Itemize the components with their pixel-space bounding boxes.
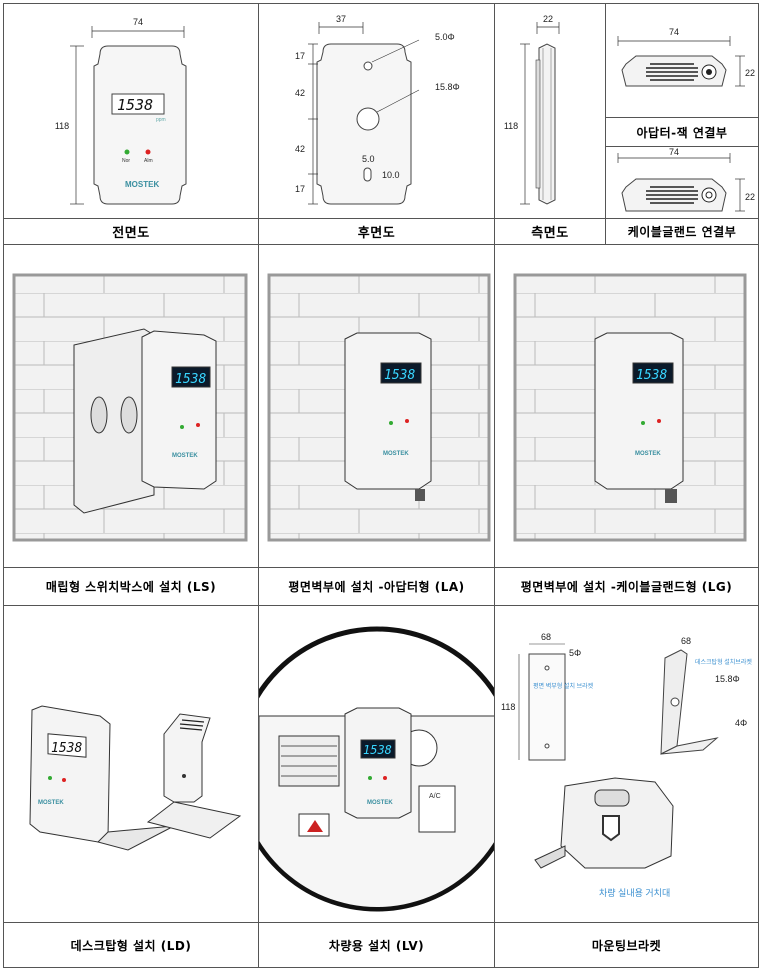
side-dim-depth: 22	[543, 14, 553, 24]
cable-gland-view-drawing: 74 22	[617, 147, 755, 212]
lv-ac-label: A/C	[429, 793, 441, 800]
la-display-value: 1538	[384, 368, 415, 383]
cable-gland-view-panel: 74 22	[605, 146, 759, 219]
ls-install-caption: 매립형 스위치박스에 설치 (LS)	[3, 567, 259, 606]
front-brand-logo: MOSTEK	[125, 180, 159, 189]
bracket-desk-dim-width: 68	[681, 636, 691, 646]
ld-install-panel: 1538 MOSTEK	[3, 605, 259, 923]
ld-brand-logo: MOSTEK	[38, 800, 64, 806]
side-view-drawing: 22 118	[504, 14, 560, 205]
ld-display-value: 1538	[51, 741, 82, 756]
lg-brand-logo: MOSTEK	[635, 451, 661, 457]
side-view-caption: 측면도	[494, 218, 606, 245]
lg-install-caption: 평면벽부에 설치 -케이블글랜드형 (LG)	[494, 567, 759, 606]
rear-view-panel: 37 17 42 42 17 5.0Φ 15.8Φ 5.0 10.0	[258, 3, 495, 219]
cable-dim-height: 22	[745, 192, 755, 202]
bracket-dim-width: 68	[541, 632, 551, 642]
front-dim-height: 118	[55, 121, 69, 131]
ld-install-illustration: 1538 MOSTEK	[29, 705, 242, 851]
rear-dim-half-width: 37	[336, 14, 346, 24]
alm-led-icon	[145, 149, 151, 155]
rear-dim-c: 42	[295, 144, 305, 154]
bracket-dim-hole: 5Φ	[569, 648, 581, 658]
rear-dim-d: 17	[295, 184, 305, 194]
mounting-bracket-illustration: 평면 벽부형 설치 브라켓 68 118 5Φ 데스크탑형 설치브라켓 15.8…	[501, 632, 752, 898]
nor-led-icon	[124, 149, 130, 155]
rear-slot-h: 10.0	[382, 170, 400, 180]
ls-brand-logo: MOSTEK	[172, 453, 198, 459]
rear-slot-w: 5.0	[362, 154, 375, 164]
shield-clip-icon	[602, 815, 620, 842]
side-dim-height: 118	[504, 121, 518, 131]
bracket-desk-label: 데스크탑형 설치브라켓	[695, 658, 752, 666]
la-install-panel: 1538 MOSTEK	[258, 244, 495, 568]
large-hole-icon	[356, 107, 380, 131]
mounting-bracket-caption: 마운팅브라켓	[494, 922, 759, 968]
rear-view-drawing: 37 17 42 42 17 5.0Φ 15.8Φ 5.0 10.0	[295, 14, 460, 205]
lg-install-panel: 1538 MOSTEK	[494, 244, 759, 568]
front-unit: ppm	[156, 117, 166, 123]
adapter-dim-width: 74	[669, 27, 679, 37]
ls-install-illustration: 1538 MOSTEK	[12, 273, 248, 542]
rear-hole-small: 5.0Φ	[435, 32, 455, 42]
front-view-caption: 전면도	[3, 218, 259, 245]
bracket-dim-big-hole: 15.8Φ	[715, 674, 740, 684]
adapter-view-drawing: 74 22	[617, 27, 755, 87]
bracket-dim-height: 118	[501, 702, 515, 712]
front-view-panel: 74 118 1538 ppm Nor Alm MOSTEK	[3, 3, 259, 219]
adapter-view-panel: 74 22	[605, 3, 759, 118]
bracket-wall-label: 평면 벽부형 설치 브라켓	[533, 682, 594, 690]
ls-install-panel: 1538 MOSTEK	[3, 244, 259, 568]
rear-dim-a: 17	[295, 51, 305, 61]
adapter-view-caption: 아답터-잭 연결부	[605, 117, 759, 147]
la-brand-logo: MOSTEK	[383, 451, 409, 457]
front-display-value: 1538	[117, 96, 153, 114]
la-install-illustration: 1538 MOSTEK	[267, 273, 491, 542]
lv-install-caption: 차량용 설치 (LV)	[258, 922, 495, 968]
front-led-alm: Alm	[144, 158, 153, 164]
rear-hole-large: 15.8Φ	[435, 82, 460, 92]
mounting-bracket-panel: 평면 벽부형 설치 브라켓 68 118 5Φ 데스크탑형 설치브라켓 15.8…	[494, 605, 759, 923]
cable-dim-width: 74	[669, 147, 679, 157]
side-view-panel: 22 118	[494, 3, 606, 219]
la-install-caption: 평면벽부에 설치 -아답터형 (LA)	[258, 567, 495, 606]
cable-gland-view-caption: 케이블글랜드 연결부	[605, 218, 759, 245]
rear-dim-b: 42	[295, 88, 305, 98]
lv-install-illustration: A/C 1538 MOSTEK	[259, 626, 494, 912]
front-dim-width: 74	[133, 17, 143, 27]
front-led-nor: Nor	[122, 158, 130, 164]
lv-display-value: 1538	[363, 743, 392, 757]
lv-install-panel: A/C 1538 MOSTEK	[258, 605, 495, 923]
bracket-dim-side-hole: 4Φ	[735, 718, 747, 728]
ls-display-value: 1538	[175, 372, 206, 387]
small-hole-icon	[363, 61, 373, 71]
lg-display-value: 1538	[636, 368, 667, 383]
slot-icon	[363, 167, 372, 182]
ld-install-caption: 데스크탑형 설치 (LD)	[3, 922, 259, 968]
bracket-car-label: 차량 실내용 거치대	[599, 887, 670, 898]
lg-install-illustration: 1538 MOSTEK	[513, 273, 747, 542]
adapter-dim-height: 22	[745, 68, 755, 78]
front-view-drawing: 74 118 1538 ppm Nor Alm MOSTEK	[55, 17, 187, 205]
rear-view-caption: 후면도	[258, 218, 495, 245]
lv-brand-logo: MOSTEK	[367, 800, 393, 806]
